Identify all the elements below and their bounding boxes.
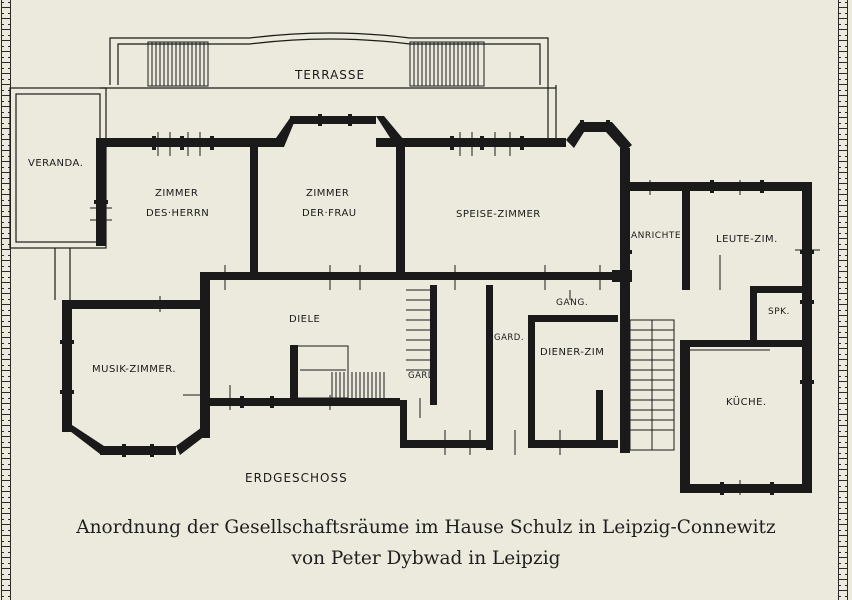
- label-zimmer-frau-2: DER·FRAU: [302, 208, 357, 219]
- caption: Anordnung der Gesellschaftsräume im Haus…: [0, 512, 852, 574]
- terrace-stairs-right: [409, 41, 485, 87]
- floor-plan: TERRASSE VERANDA. ZIMMER DES·HERRN ZIMME…: [9, 32, 820, 495]
- label-diele: DIELE: [289, 314, 320, 325]
- decorative-border-left: [1, 0, 11, 600]
- label-leute-zim: LEUTE-ZIM.: [716, 234, 778, 245]
- label-anrichte: ANRICHTE: [631, 231, 681, 241]
- label-speise-zimmer: SPEISE-ZIMMER: [456, 209, 541, 220]
- decorative-border-right: [838, 0, 848, 600]
- window-marks: [60, 114, 814, 495]
- label-zimmer-frau-1: ZIMMER: [306, 188, 349, 199]
- caption-line-2: von Peter Dybwad in Leipzig: [291, 548, 561, 569]
- label-veranda: VERANDA.: [28, 158, 83, 169]
- label-floor-erdgeschoss: ERDGESCHOSS: [245, 471, 348, 485]
- label-zimmer-herrn-2: DES·HERRN: [146, 208, 209, 219]
- label-gang: GANG.: [556, 298, 588, 308]
- label-kueche: KÜCHE.: [726, 395, 767, 408]
- main-walls: [62, 116, 812, 493]
- label-gard-2: GARD.: [408, 371, 438, 381]
- interior-stairs: [295, 289, 675, 451]
- label-gard-1: GARD.: [494, 333, 524, 343]
- room-labels: TERRASSE VERANDA. ZIMMER DES·HERRN ZIMME…: [28, 68, 790, 485]
- label-musik-zimmer: MUSIK-ZIMMER.: [92, 364, 176, 375]
- label-diener-zim: DIENER-ZIM: [540, 347, 604, 358]
- veranda-walls: [9, 87, 107, 300]
- terrace-stairs-left: [147, 41, 209, 87]
- window-ticks: [90, 132, 820, 495]
- label-spk: SPK.: [768, 307, 790, 317]
- label-zimmer-herrn-1: ZIMMER: [155, 188, 198, 199]
- terrace-outline: [100, 32, 557, 140]
- label-terrasse: TERRASSE: [294, 68, 365, 82]
- caption-line-1: Anordnung der Gesellschaftsräume im Haus…: [76, 517, 776, 538]
